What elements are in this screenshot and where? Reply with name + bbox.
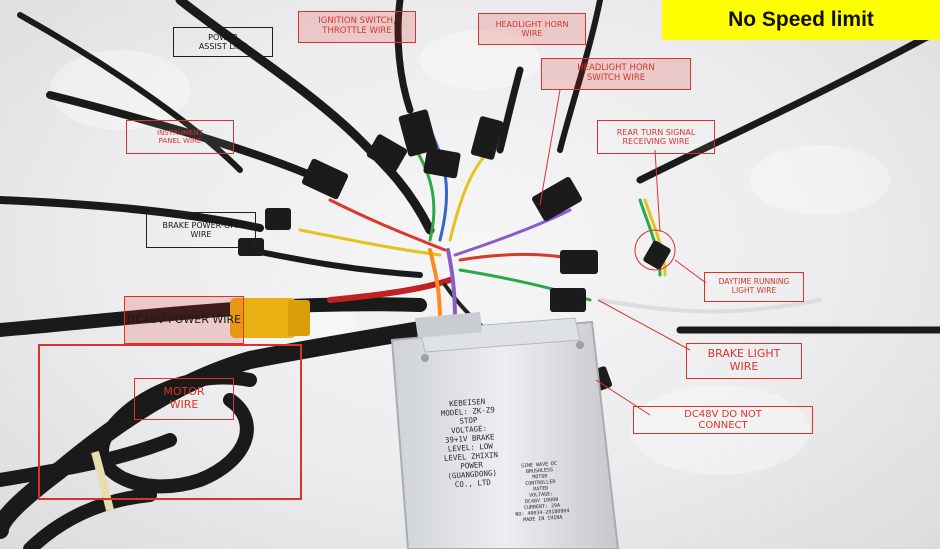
label-power-assist: POWER ASSIST LINE [173, 27, 273, 57]
controller-label-right: SINE WAVE DC BRUSHLESS MOTOR CONTROLLER … [515, 460, 570, 524]
label-rear-turn-signal: REAR TURN SIGNAL RECEIVING WIRE [597, 120, 715, 154]
controller-case [390, 312, 620, 549]
label-headlight-horn-switch: HEADLIGHT HORN SWITCH WIRE [541, 58, 691, 90]
label-dc48v-power: DC48V POWER WIRE [124, 296, 244, 344]
zip-tie [91, 450, 114, 511]
label-dc48v-do-not-connect: DC48V DO NOT CONNECT [633, 406, 813, 434]
label-motor-wire: MOTOR WIRE [134, 378, 234, 420]
label-brake-power-off: BRAKE POWER-OFF WIRE [146, 212, 256, 248]
label-headlight-horn-wire: HEADLIGHT HORN WIRE [478, 13, 586, 45]
no-speed-limit-banner: No Speed limit [662, 0, 940, 40]
label-brake-light: BRAKE LIGHT WIRE [686, 343, 802, 379]
label-ignition-throttle: IGNITION SWITCH, THROTTLE WIRE [298, 11, 416, 43]
xt60-connector [230, 298, 296, 338]
label-daytime-running-light: DAYTIME RUNNING LIGHT WIRE [704, 272, 804, 302]
label-instrument-panel: INSTRUMENT PANEL WIRE [126, 120, 234, 154]
motor-wire-frame [38, 344, 302, 500]
controller-label-left: KEBEISEN MODEL: ZK-Z9 STOP VOLTAGE: 39+1… [440, 396, 499, 490]
